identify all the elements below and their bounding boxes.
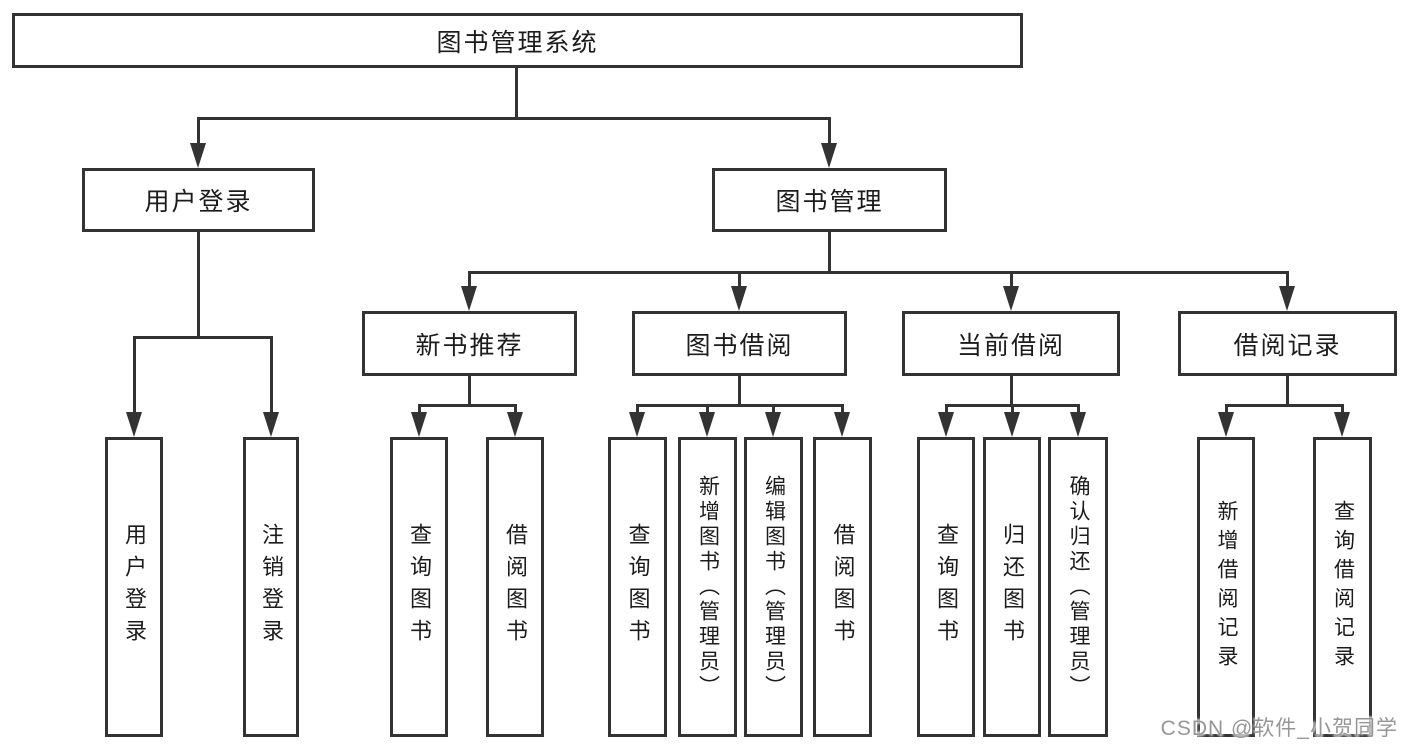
connector-vline <box>196 232 200 337</box>
connector-vline <box>132 337 136 415</box>
node-label: 查询图书 <box>407 523 432 651</box>
connector-vline <box>513 405 517 414</box>
arrowhead-down-icon <box>411 412 427 437</box>
arrowhead-down-icon <box>461 286 477 311</box>
connector-vline <box>1285 376 1289 405</box>
connector-vline <box>827 118 831 146</box>
leaf-borrow-borrow: 借阅图书 <box>813 437 872 737</box>
leaf-record-query: 查询借阅记录 <box>1313 437 1372 737</box>
node-label: 图书借阅 <box>685 331 794 360</box>
node-label: 归还图书 <box>1000 523 1025 651</box>
node-label: 借阅图书 <box>503 523 528 651</box>
connector-vline <box>771 405 775 414</box>
arrowhead-down-icon <box>765 412 781 437</box>
node-label: 查询借阅记录 <box>1331 500 1355 674</box>
connector-hline <box>467 270 1289 274</box>
node-current-borrow: 当前借阅 <box>902 311 1120 376</box>
node-root: 图书管理系统 <box>12 13 1023 68</box>
arrowhead-down-icon <box>1334 412 1350 437</box>
node-label: 注销登录 <box>259 523 284 651</box>
connector-vline <box>467 376 471 405</box>
node-user-login: 用户登录 <box>82 168 315 232</box>
arrowhead-down-icon <box>1218 412 1234 437</box>
connector-vline <box>944 405 948 414</box>
node-label: 查询图书 <box>934 523 959 651</box>
arrowhead-down-icon <box>629 412 645 437</box>
leaf-current-return: 归还图书 <box>983 437 1041 737</box>
node-book-borrow: 图书借阅 <box>632 311 847 376</box>
connector-hline <box>1224 403 1344 407</box>
arrowhead-down-icon <box>126 412 142 437</box>
node-label: 新增借阅记录 <box>1215 500 1238 674</box>
arrowhead-down-icon <box>938 412 954 437</box>
connector-vline <box>417 405 421 414</box>
node-label: 新书推荐 <box>415 331 524 360</box>
connector-vline <box>737 376 741 405</box>
arrowhead-down-icon <box>821 143 837 168</box>
connector-vline <box>514 68 518 118</box>
leaf-newbook-query: 查询图书 <box>390 437 448 737</box>
leaf-record-add: 新增借阅记录 <box>1197 437 1255 737</box>
arrowhead-down-icon <box>1003 286 1019 311</box>
leaf-borrow-add-admin: 新增图书（管理员） <box>678 437 737 737</box>
leaf-logout: 注销登录 <box>243 437 299 737</box>
leaf-newbook-borrow: 借阅图书 <box>486 437 544 737</box>
connector-vline <box>1285 272 1289 289</box>
node-borrow-record: 借阅记录 <box>1178 311 1397 376</box>
node-label: 查询图书 <box>625 523 651 651</box>
connector-hline <box>196 116 831 120</box>
connector-vline <box>705 405 709 414</box>
connector-vline <box>1009 272 1013 289</box>
watermark-text: CSDN @软件_小贺同学 <box>1160 717 1398 740</box>
connector-vline <box>269 337 273 415</box>
arrowhead-down-icon <box>1279 286 1295 311</box>
connector-vline <box>196 118 200 146</box>
arrowhead-down-icon <box>1070 412 1086 437</box>
arrowhead-down-icon <box>1004 412 1020 437</box>
connector-vline <box>840 405 844 414</box>
arrowhead-down-icon <box>731 286 747 311</box>
node-book-management: 图书管理 <box>712 168 947 232</box>
connector-vline <box>1224 405 1228 414</box>
node-label: 借阅图书 <box>830 523 856 651</box>
leaf-user-login: 用户登录 <box>105 437 163 737</box>
leaf-borrow-query: 查询图书 <box>608 437 667 737</box>
connector-hline <box>417 403 517 407</box>
connector-vline <box>1076 405 1080 414</box>
node-label: 用户登录 <box>122 523 147 651</box>
connector-vline <box>1009 376 1013 405</box>
arrowhead-down-icon <box>263 412 279 437</box>
arrowhead-down-icon <box>190 143 206 168</box>
connector-vline <box>1010 405 1014 414</box>
node-label: 编辑图书（管理员） <box>762 474 786 700</box>
node-label: 图书管理 <box>775 188 884 216</box>
connector-vline <box>737 272 741 289</box>
node-label: 当前借阅 <box>956 331 1065 360</box>
node-label: 借阅记录 <box>1233 331 1342 360</box>
leaf-borrow-edit-admin: 编辑图书（管理员） <box>744 437 803 737</box>
node-label: 确认归还（管理员） <box>1067 474 1090 700</box>
connector-hline <box>944 403 1080 407</box>
connector-vline <box>467 272 471 289</box>
node-label: 图书管理系统 <box>436 28 599 57</box>
arrowhead-down-icon <box>834 412 850 437</box>
arrowhead-down-icon <box>699 412 715 437</box>
leaf-current-confirm-admin: 确认归还（管理员） <box>1048 437 1108 737</box>
arrowhead-down-icon <box>507 412 523 437</box>
leaf-current-query: 查询图书 <box>917 437 975 737</box>
connector-vline <box>635 405 639 414</box>
node-new-book-recommend: 新书推荐 <box>362 311 577 376</box>
connector-vline <box>1340 405 1344 414</box>
node-label: 新增图书（管理员） <box>696 474 720 700</box>
connector-hline <box>635 403 844 407</box>
connector-hline <box>132 335 273 339</box>
node-label: 用户登录 <box>144 188 253 216</box>
connector-vline <box>827 232 831 272</box>
